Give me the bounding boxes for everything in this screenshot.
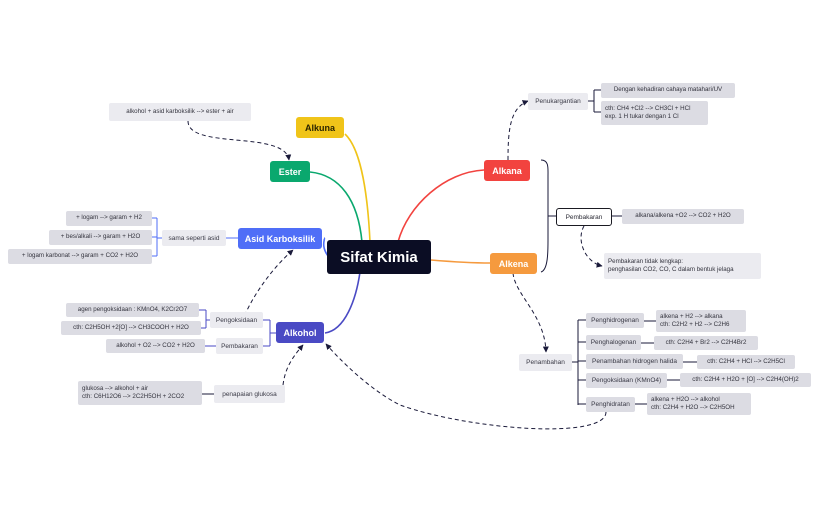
penambahan-item-pengoksidaan-kmno4[interactable]: Pengoksidaan (KMnO4) [586, 373, 667, 388]
pembakaran-leaf-tidak-lengkap-line2: penghasilan CO2, CO, C dalam bentuk jela… [608, 266, 734, 273]
asid-leaf-bes-text: + bes/alkali --> garam + H2O [60, 233, 141, 241]
pembakaran-leaf-lengkap[interactable]: alkana/alkena +O2 --> CO2 + H2O [622, 209, 744, 224]
penghidrogenan-leaf-line2: cth: C2H2 + H2 --> C2H6 [660, 321, 730, 328]
asid-sub-sama-seperti-asid[interactable]: sama seperti asid [162, 230, 226, 246]
node-alkohol[interactable]: Alkohol [276, 322, 324, 343]
penghalogenan-label: Penghalogenan [590, 339, 637, 346]
edge-alkena-penambahan [512, 272, 549, 353]
edge-ester-leaf [187, 120, 292, 161]
penukargantian-leaf-cahaya[interactable]: Dengan kehadiran cahaya matahari/UV [601, 83, 735, 98]
edge-center-ester [309, 171, 363, 243]
penukargantian-leaf-cth[interactable]: cth: CH4 +Cl2 --> CH3Cl + HCl exp. 1 H t… [601, 101, 708, 125]
pengoksidaan-leaf-cth[interactable]: cth: C2H5OH +2[O] --> CH3COOH + H2O [61, 321, 201, 335]
penghidratan-leaf-line2: cth: C2H4 + H2O --> C2H5OH [651, 404, 735, 411]
hidrogen-halida-label: Penambahan hidrogen halida [592, 358, 677, 365]
penukargantian-leaf-cth-line2: exp. 1 H tukar dengan 1 Cl [605, 113, 679, 120]
asid-leaf-bes[interactable]: + bes/alkali --> garam + H2O [49, 230, 152, 245]
alkena-sub-penambahan[interactable]: Penambahan [519, 354, 572, 371]
alkohol-sub-pembakaran[interactable]: Pembakaran [216, 338, 263, 354]
alkena-sub-penambahan-label: Penambahan [526, 359, 565, 366]
penghidrogenan-leaf[interactable]: alkena + H2 --> alkana cth: C2H2 + H2 --… [656, 310, 746, 332]
pengoksidaan-leaf-agen-text: agen pengoksidaan : KMnO4, K2Cr2O7 [77, 305, 188, 313]
edge-alkohol-bracket [262, 319, 276, 347]
penghidrogenan-label: Penghidrogenan [591, 317, 639, 324]
penambahan-item-penghidratan[interactable]: Penghidratan [586, 397, 635, 412]
penghidratan-leaf-line1: alkena + H2O --> alkohol [651, 395, 720, 403]
edge-center-alkana [397, 169, 485, 243]
penghidratan-label: Penghidratan [591, 401, 630, 408]
hidrogen-halida-leaf[interactable]: cth: C2H4 + HCl --> C2H5Cl [697, 355, 795, 369]
edge-center-alkohol [324, 271, 361, 334]
edge-pengoksidaan-bracket [199, 309, 210, 329]
asid-leaf-karbonat-text: + logam karbonat --> garam + CO2 + H2O [21, 252, 139, 260]
asid-leaf-logam-text: + logam --> garam + H2 [76, 214, 142, 222]
penghalogenan-leaf-line1: cth: C2H4 + Br2 --> C2H4Br2 [665, 338, 747, 346]
asid-sub-label: sama seperti asid [168, 234, 220, 242]
node-alkohol-label: Alkohol [283, 327, 317, 338]
penapaian-leaf-line1: glukosa --> alkohol + air [82, 384, 149, 392]
node-alkuna-label: Alkuna [304, 122, 335, 133]
asid-leaf-logam[interactable]: + logam --> garam + H2 [66, 211, 152, 226]
edge-pembakaran-leaf2 [580, 225, 603, 268]
edge-center-alkena [430, 259, 491, 264]
ester-reaction-text: alkohol + asid karboksilik --> ester + a… [126, 107, 234, 115]
node-ester-label: Ester [278, 166, 302, 177]
node-asid-karboksilik[interactable]: Asid Karboksilik [238, 228, 322, 249]
node-alkuna[interactable]: Alkuna [296, 117, 344, 138]
alkohol-sub-penapaian-label: penapaian glukosa [222, 390, 277, 398]
edge-penapaian-to-alkohol [282, 344, 304, 386]
alkohol-pembakaran-leaf-text: alkohol + O2 --> CO2 + H2O [116, 341, 195, 349]
hidrogen-halida-leaf-line1: cth: C2H4 + HCl --> C2H5Cl [707, 357, 785, 365]
node-alkana[interactable]: Alkana [484, 160, 530, 181]
pembakaran-leaf-lengkap-text: alkana/alkena +O2 --> CO2 + H2O [635, 212, 731, 220]
penambahan-item-hidrogen-halida[interactable]: Penambahan hidrogen halida [586, 354, 683, 369]
center-node-label: Sifat Kimia [340, 248, 418, 266]
alkohol-pembakaran-leaf[interactable]: alkohol + O2 --> CO2 + H2O [106, 339, 205, 353]
node-ester[interactable]: Ester [270, 161, 310, 182]
alkohol-sub-pembakaran-label: Pembakaran [221, 342, 258, 350]
pengoksidaan-leaf-agen[interactable]: agen pengoksidaan : KMnO4, K2Cr2O7 [66, 303, 199, 317]
penapaian-leaf-line2: cth: C6H12O6 --> 2C2H5OH + 2CO2 [82, 393, 185, 400]
pengoksidaan-leaf-cth-text: cth: C2H5OH +2[O] --> CH3COOH + H2O [73, 323, 189, 331]
alkohol-sub-pengoksidaan[interactable]: Pengoksidaan [210, 312, 263, 328]
penambahan-item-penghidrogenan[interactable]: Penghidrogenan [586, 313, 644, 328]
node-alkena-label: Alkena [498, 258, 529, 269]
edge-asid-bracket [152, 217, 162, 257]
penukargantian-leaf-cth-line1: cth: CH4 +Cl2 --> CH3Cl + HCl [605, 104, 691, 112]
pembakaran-node[interactable]: Pembakaran [556, 208, 612, 226]
pembakaran-node-label: Pembakaran [565, 213, 603, 221]
pengoksidaan-kmno4-leaf-line1: cth: C2H4 + H2O + [O] --> C2H4(OH)2 [692, 375, 799, 383]
pembakaran-leaf-tidak-lengkap[interactable]: Pembakaran tidak lengkap: penghasilan CO… [604, 253, 761, 279]
alkana-sub-penukargantian[interactable]: Penukargantian [528, 93, 588, 110]
edge-penambahan-bracket [572, 319, 586, 405]
pengoksidaan-kmno4-label: Pengoksidaan (KMnO4) [591, 377, 662, 384]
node-alkena[interactable]: Alkena [490, 253, 537, 274]
alkohol-sub-penapaian-glukosa[interactable]: penapaian glukosa [214, 385, 285, 403]
penghalogenan-leaf[interactable]: cth: C2H4 + Br2 --> C2H4Br2 [654, 336, 758, 350]
alkana-sub-penukargantian-label: Penukargantian [535, 98, 581, 105]
edge-pembakaran-brace [540, 159, 556, 273]
center-node[interactable]: Sifat Kimia [327, 240, 431, 274]
penghidrogenan-leaf-line1: alkena + H2 --> alkana [660, 312, 723, 320]
pembakaran-leaf-tidak-lengkap-line1: Pembakaran tidak lengkap: [608, 257, 683, 265]
edge-penghidratan-to-alkohol [325, 343, 607, 430]
asid-leaf-karbonat[interactable]: + logam karbonat --> garam + CO2 + H2O [8, 249, 152, 264]
penukargantian-leaf-cahaya-text: Dengan kehadiran cahaya matahari/UV [613, 86, 723, 94]
edge-center-alkuna [344, 133, 371, 243]
edge-alkana-penukargantian [507, 100, 529, 161]
penghidratan-leaf[interactable]: alkena + H2O --> alkohol cth: C2H4 + H2O… [647, 393, 751, 415]
edge-center-asid [322, 237, 329, 257]
penambahan-item-penghalogenan[interactable]: Penghalogenan [586, 335, 641, 350]
penapaian-leaf[interactable]: glukosa --> alkohol + air cth: C6H12O6 -… [78, 381, 202, 405]
node-alkana-label: Alkana [492, 165, 522, 176]
alkohol-sub-pengoksidaan-label: Pengoksidaan [215, 316, 258, 324]
pengoksidaan-kmno4-leaf[interactable]: cth: C2H4 + H2O + [O] --> C2H4(OH)2 [680, 373, 811, 387]
ester-reaction-leaf[interactable]: alkohol + asid karboksilik --> ester + a… [109, 103, 251, 121]
edge-penukargantian-bracket [588, 89, 601, 113]
node-asid-label: Asid Karboksilik [244, 233, 316, 244]
